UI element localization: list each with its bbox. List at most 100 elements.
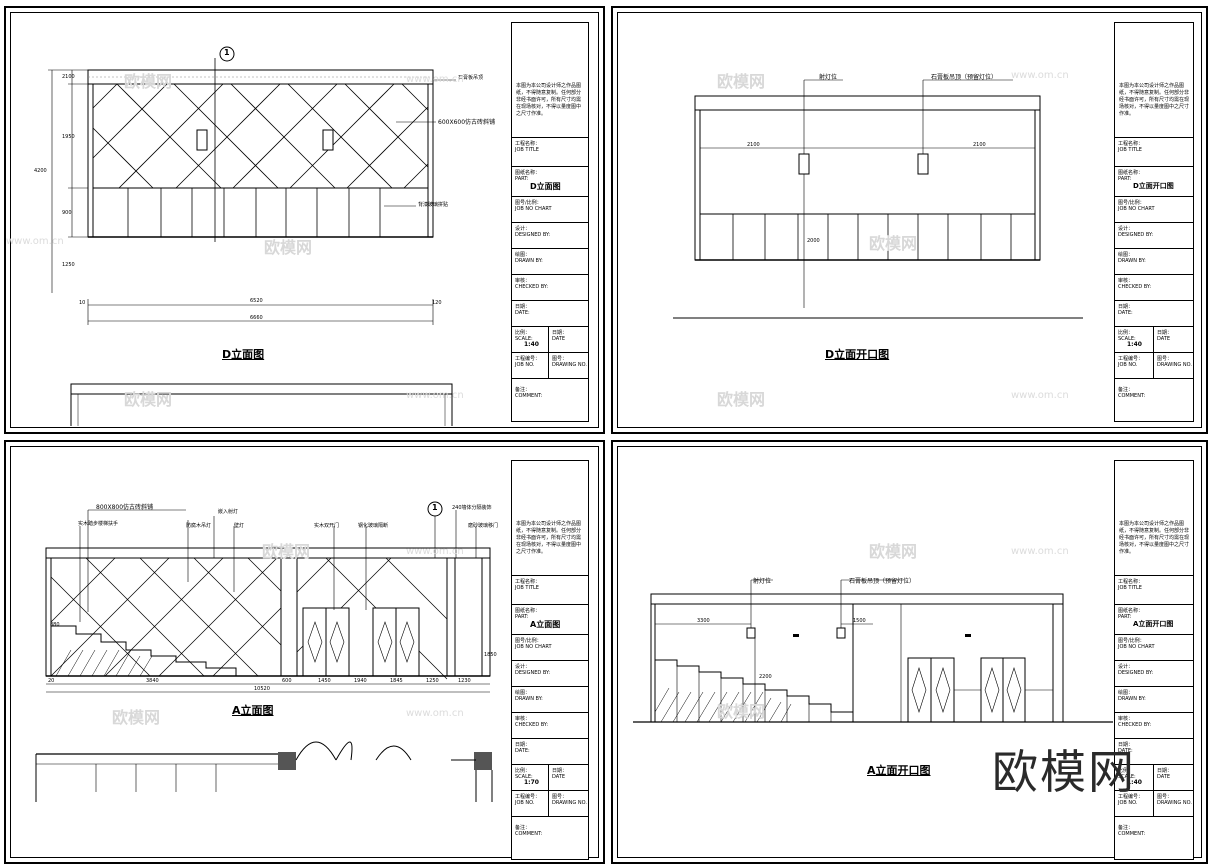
part-label: 图纸名称： PART: — [515, 608, 541, 620]
right-wall — [1034, 109, 1041, 261]
light-box-1 — [798, 153, 810, 175]
dim-d2: 2100 — [973, 142, 986, 148]
part-label: 图纸名称： PART: — [515, 170, 541, 182]
drawing-title: D立面开口图 — [825, 348, 890, 361]
wall-lamp-1 — [196, 129, 208, 151]
scale-label: 比例： SCALE: — [1118, 330, 1136, 342]
drawno-label: 图号： DRAWING NO. — [1157, 794, 1192, 806]
job-title-label: 工程名称： JOB TITLE — [515, 579, 541, 591]
dim-total-h: 4200 — [34, 168, 47, 174]
dim-w5: 1845 — [390, 678, 403, 684]
ceiling-slab — [45, 547, 491, 559]
jobno-label: 工程编号： JOB NO. — [515, 356, 541, 368]
dim-d1: 3300 — [697, 618, 710, 624]
comment-label: 备注： COMMENT: — [1118, 387, 1146, 399]
dim-d2: 1500 — [853, 618, 866, 624]
light-box-2 — [836, 627, 846, 639]
checked-label: 审核： CHECKED BY: — [515, 716, 549, 728]
title-block: 本图为本公司设计师之作品图纸，不得随意复制。任何部分非经书面许可，所有尺寸均需在… — [1114, 460, 1194, 860]
light-box-2 — [917, 153, 929, 175]
chart-label: 图号/比例： JOB NO CHART — [1118, 638, 1155, 650]
dim-total: 10520 — [254, 686, 270, 692]
checked-label: 审核： CHECKED BY: — [1118, 278, 1152, 290]
part-value: A立面开口图 — [1133, 620, 1174, 628]
part-value: A立面图 — [530, 620, 561, 629]
dim-h2: 1850 — [484, 652, 497, 658]
comment-label: 备注： COMMENT: — [515, 387, 543, 399]
drawn-label: 绘图： DRAWN BY: — [515, 252, 543, 264]
ceiling-slab — [694, 95, 1041, 111]
ceiling-label: 石膏板吊顶 — [458, 75, 484, 81]
dim-d1: 2100 — [62, 74, 75, 80]
top-label: 240墙体分隔装饰 — [452, 505, 492, 511]
door-label: 实木双开门 — [314, 523, 340, 529]
right-column — [481, 557, 491, 677]
date-label: 日期： DATE: — [515, 304, 531, 316]
job-title-label: 工程名称： JOB TITLE — [1118, 141, 1144, 153]
dim-w3: 1450 — [318, 678, 331, 684]
right-column — [1052, 603, 1064, 723]
dim-w1: 6520 — [250, 298, 263, 304]
sheet-frame — [617, 12, 1202, 428]
tile-area — [92, 83, 429, 189]
left-wall — [45, 557, 52, 677]
part-value: D立面开口图 — [1133, 182, 1174, 190]
comment-label: 备注： COMMENT: — [515, 825, 543, 837]
designed-label: 设计： DESIGNED BY: — [515, 664, 551, 676]
scale-label: 比例： SCALE: — [515, 768, 533, 780]
light-box-1 — [746, 627, 756, 639]
dim-e1: 10 — [79, 300, 86, 306]
jobno-label: 工程编号： JOB NO. — [515, 794, 541, 806]
tile-diagonals — [92, 83, 429, 189]
title-block: 本图为本公司设计师之作品图纸，不得随意复制。任何部分非经书面许可，所有尺寸均需在… — [1114, 22, 1194, 422]
drawing-title: D立面图 — [222, 348, 265, 361]
chart-label: 图号/比例： JOB NO CHART — [515, 200, 552, 212]
dim-w4: 1940 — [354, 678, 367, 684]
partition — [280, 557, 298, 677]
dim-d1: 2100 — [747, 142, 760, 148]
sheet-frame — [617, 446, 1202, 858]
dim-w2: 6660 — [250, 315, 263, 321]
jobno-label: 工程编号： JOB NO. — [1118, 794, 1144, 806]
part-label: 图纸名称： PART: — [1118, 170, 1144, 182]
chart-label: 图号/比例： JOB NO CHART — [1118, 200, 1155, 212]
ceiling-label: 石膏板吊顶（预留灯位） — [931, 74, 998, 81]
right-wall — [427, 83, 434, 238]
drawno-label: 图号： DRAWING NO. — [552, 356, 587, 368]
chart-label: 图号/比例： JOB NO CHART — [515, 638, 552, 650]
lower-panels — [699, 213, 1036, 261]
designed-label: 设计： DESIGNED BY: — [1118, 664, 1154, 676]
checked-label: 审核： CHECKED BY: — [515, 278, 549, 290]
job-title-label: 工程名称： JOB TITLE — [1118, 579, 1144, 591]
scale-value: 1:40 — [1127, 341, 1142, 348]
dim-h1: 880 — [50, 622, 60, 628]
job-title-label: 工程名称： JOB TITLE — [515, 141, 541, 153]
opening-drawing-d — [673, 79, 1083, 319]
dim-d4: 1250 — [62, 262, 75, 268]
date-label: 日期： DATE: — [1118, 304, 1134, 316]
stair-label: 实木踏步楼梯扶手 — [78, 521, 119, 527]
part-label: 图纸名称： PART: — [1118, 608, 1144, 620]
dim-d3: 2000 — [807, 238, 820, 244]
dim-w7: 1230 — [458, 678, 471, 684]
dim-e2: 120 — [432, 300, 442, 306]
drawn-label: 绘图： DRAWN BY: — [515, 690, 543, 702]
brand-watermark: 欧模网 — [992, 745, 1136, 799]
title-block: 本图为本公司设计师之作品图纸，不得随意复制。任何部分非经书面许可，所有尺寸均需在… — [511, 22, 589, 422]
left-wall — [694, 109, 701, 261]
date2-label: 日期： DATE — [552, 330, 568, 342]
panel-dividers — [127, 188, 381, 237]
light-label: 射灯位 — [753, 578, 772, 585]
ceiling-label: 石膏板吊顶（预留灯位） — [849, 578, 916, 585]
date-label: 日期： DATE: — [515, 742, 531, 754]
drawno-label: 图号： DRAWING NO. — [552, 794, 587, 806]
light-label: 嵌入射灯 — [218, 509, 239, 515]
title-block: 本图为本公司设计师之作品图纸，不得随意复制。任何部分非经书面许可，所有尺寸均需在… — [511, 460, 589, 860]
jobno-label: 工程编号： JOB NO. — [1118, 356, 1144, 368]
scale-value: 1:70 — [524, 779, 539, 786]
drawn-label: 绘图： DRAWN BY: — [1118, 690, 1146, 702]
elevation-drawing-d — [48, 46, 456, 426]
dim-w6: 1250 — [426, 678, 439, 684]
opening-drawing-a — [633, 579, 1113, 723]
sheet-a-opening: 射灯位 石膏板吊顶（预留灯位） 3300 1500 2200 A立面开口图 本图… — [611, 440, 1208, 864]
